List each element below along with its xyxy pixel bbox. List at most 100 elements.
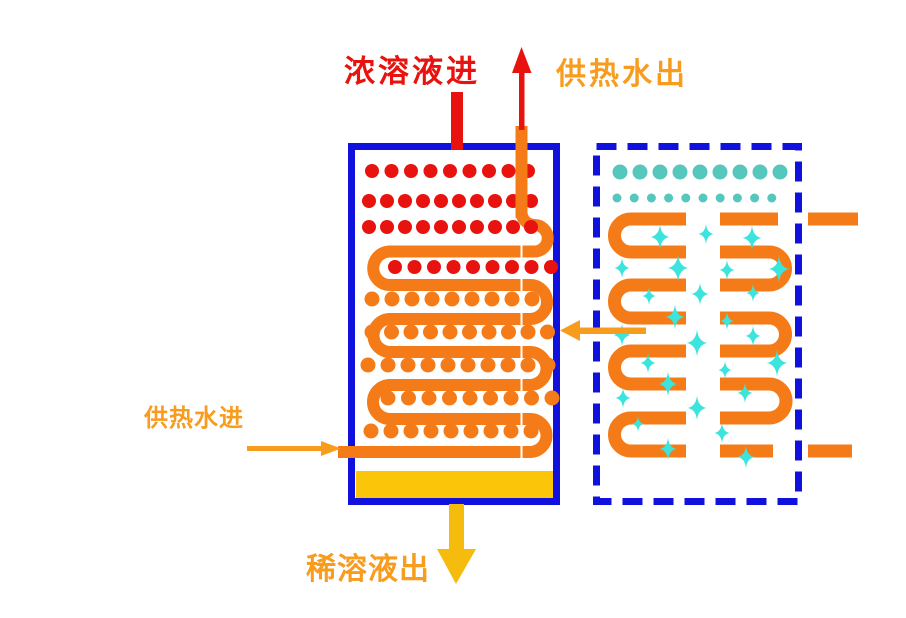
dot bbox=[482, 164, 496, 178]
dot bbox=[416, 220, 430, 234]
dot bbox=[423, 324, 438, 340]
concentrated-solution-inlet-pipe bbox=[451, 92, 463, 150]
dot bbox=[750, 193, 760, 203]
dot bbox=[488, 220, 502, 234]
dot bbox=[363, 423, 379, 439]
label-hot-water-in: 供热水进 bbox=[144, 405, 244, 432]
dot bbox=[364, 291, 380, 307]
dot bbox=[540, 357, 556, 373]
spray-dots-layer bbox=[360, 164, 560, 439]
dot bbox=[524, 390, 539, 406]
sparkle-icon bbox=[745, 325, 761, 347]
hot-water-outlet-pipe bbox=[515, 126, 528, 218]
dot bbox=[452, 220, 466, 234]
dot bbox=[383, 423, 399, 439]
dot bbox=[407, 260, 422, 274]
dot bbox=[524, 291, 540, 307]
down-arrow-head bbox=[437, 549, 476, 584]
dot bbox=[544, 390, 560, 406]
dot bbox=[403, 324, 419, 340]
dot bbox=[520, 324, 536, 340]
dot bbox=[452, 194, 466, 208]
dot bbox=[520, 357, 536, 373]
dot bbox=[732, 193, 742, 203]
down-arrow-shaft bbox=[449, 504, 464, 550]
dot bbox=[443, 423, 459, 439]
dot bbox=[423, 164, 438, 178]
label-concentrated-solution-in: 浓溶液进 bbox=[344, 54, 480, 89]
sparkle-icon bbox=[718, 361, 732, 379]
sparkle-icon bbox=[667, 254, 689, 282]
dot bbox=[503, 423, 519, 439]
dot bbox=[464, 291, 480, 307]
right-arrow-head bbox=[321, 441, 341, 456]
dot bbox=[715, 193, 725, 203]
dot bbox=[443, 164, 457, 178]
label-hot-water-out: 供热水出 bbox=[556, 58, 688, 91]
refrigerant-dots-layer bbox=[612, 164, 788, 203]
sparkle-icon bbox=[615, 387, 631, 409]
right-heating-coil bbox=[608, 212, 793, 458]
right-top-pipe-stub bbox=[808, 212, 858, 226]
dot bbox=[420, 357, 436, 373]
dot bbox=[470, 194, 484, 208]
dot bbox=[442, 390, 457, 406]
dot bbox=[480, 357, 496, 373]
dot bbox=[524, 220, 538, 234]
sparkle-icon bbox=[632, 416, 644, 432]
dot bbox=[484, 291, 500, 307]
right-arrow-icon bbox=[247, 441, 341, 456]
dot bbox=[523, 423, 539, 439]
up-arrow-shaft bbox=[519, 71, 525, 130]
dot bbox=[416, 194, 430, 208]
coil-center-gap bbox=[686, 206, 720, 462]
dot bbox=[380, 357, 396, 373]
right-bottom-pipe-stub bbox=[808, 444, 852, 458]
dot bbox=[692, 164, 708, 180]
liquid-pool bbox=[356, 471, 553, 498]
sparkle-icon bbox=[698, 223, 714, 245]
dot bbox=[698, 193, 708, 203]
dot bbox=[462, 164, 477, 178]
sparkle-icon bbox=[686, 329, 708, 357]
dot bbox=[446, 260, 461, 274]
dot bbox=[380, 194, 394, 208]
sparkle-icon bbox=[742, 225, 762, 251]
dot bbox=[362, 220, 376, 234]
dot bbox=[401, 390, 416, 406]
dot bbox=[504, 291, 520, 307]
dot bbox=[470, 220, 484, 234]
dot bbox=[398, 220, 412, 234]
dot bbox=[434, 194, 448, 208]
sparkle-icon bbox=[640, 352, 656, 374]
dot bbox=[501, 324, 516, 340]
dot bbox=[612, 164, 628, 180]
sparkle-icon bbox=[766, 349, 788, 377]
dot bbox=[424, 291, 440, 307]
dot bbox=[483, 390, 498, 406]
dot bbox=[672, 164, 688, 180]
dot bbox=[652, 164, 668, 180]
dot bbox=[384, 164, 399, 178]
up-arrow-icon bbox=[512, 47, 532, 130]
sparkle-icon bbox=[691, 282, 709, 306]
dot bbox=[544, 260, 558, 274]
dot bbox=[365, 164, 379, 178]
dot bbox=[712, 164, 728, 180]
left-arrow-head bbox=[560, 320, 580, 341]
coil-seam bbox=[520, 237, 523, 458]
sparkle-icon bbox=[737, 382, 753, 404]
dot bbox=[427, 260, 441, 274]
dot bbox=[483, 423, 499, 439]
dot bbox=[440, 357, 456, 373]
sparkle-icon bbox=[658, 371, 678, 397]
dot bbox=[612, 193, 622, 203]
dot bbox=[360, 357, 376, 373]
dot bbox=[380, 220, 394, 234]
right-arrow-shaft bbox=[247, 446, 323, 451]
dot bbox=[752, 164, 768, 180]
sparkle-icon bbox=[746, 284, 760, 302]
sparkle-icon bbox=[720, 312, 734, 330]
left-arrow-icon bbox=[560, 320, 646, 341]
